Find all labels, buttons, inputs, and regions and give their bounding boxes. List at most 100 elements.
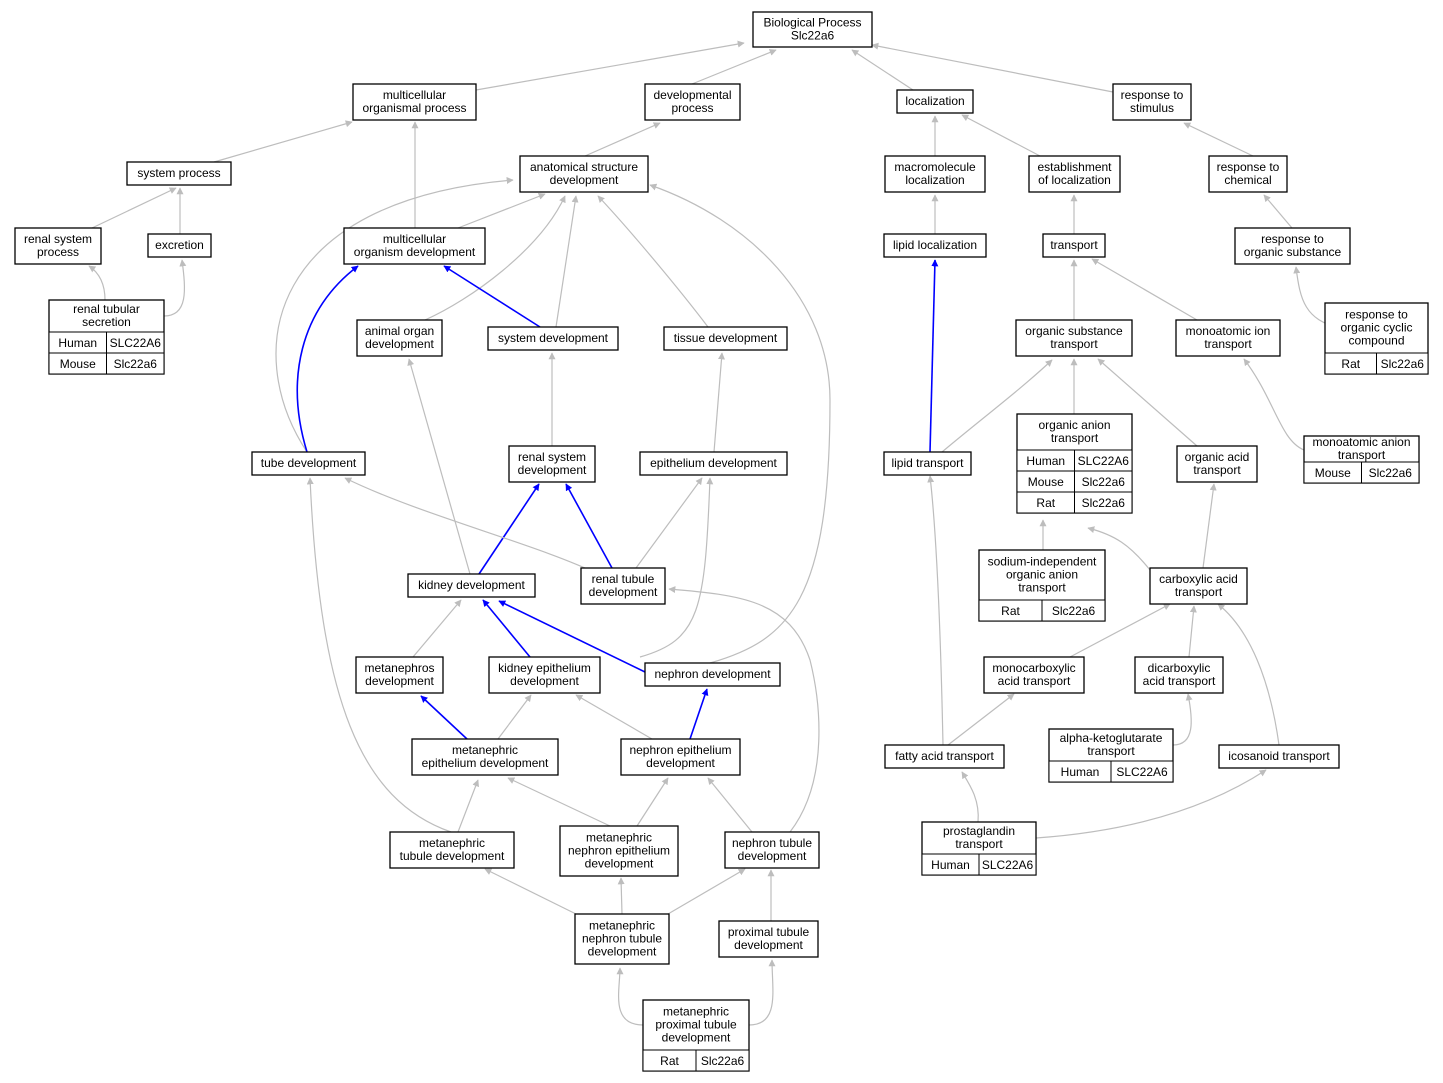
node-label-line: metanephric — [419, 836, 485, 850]
edge — [213, 120, 353, 163]
highlighted-edge — [498, 600, 646, 673]
node-box — [1218, 744, 1340, 769]
edge — [961, 771, 979, 823]
go-term-node-tr[interactable]: transport — [1042, 233, 1106, 258]
edge — [1263, 194, 1293, 229]
edge — [961, 114, 1041, 157]
node-box — [644, 662, 781, 687]
go-term-node-fat[interactable]: fatty acid transport — [884, 744, 1005, 769]
node-box — [580, 567, 666, 605]
go-term-node-exc[interactable]: excretion — [147, 233, 212, 258]
go-term-node-sd[interactable]: system development — [487, 326, 619, 351]
node-box — [126, 161, 232, 186]
edge — [941, 359, 1053, 453]
edge — [275, 177, 514, 453]
node-box — [1015, 319, 1133, 357]
node-label-line: renal system — [518, 450, 586, 464]
edge — [1069, 603, 1171, 658]
node-label-line: monoatomic anion — [1312, 435, 1410, 449]
gene-label: Slc22a6 — [1052, 604, 1096, 618]
edge — [1183, 122, 1254, 157]
node-box — [1134, 656, 1224, 694]
go-term-node-loc[interactable]: localization — [896, 89, 974, 114]
node-label-line: development — [510, 674, 579, 688]
go-term-node-tubed[interactable]: tube development — [251, 451, 366, 476]
edge — [649, 183, 831, 664]
edge — [668, 586, 820, 833]
node-label-line: development — [646, 756, 715, 770]
edge — [1217, 603, 1280, 746]
go-term-node-lt[interactable]: lipid transport — [883, 451, 972, 476]
edge — [1202, 483, 1217, 569]
node-box — [508, 445, 596, 483]
go-term-node-icot[interactable]: icosanoid transport — [1218, 744, 1340, 769]
node-box — [355, 656, 444, 694]
edge — [635, 477, 703, 569]
node-box — [884, 155, 986, 193]
edge — [636, 777, 669, 827]
node-label-line: establishment — [1037, 160, 1112, 174]
go-term-node-sp[interactable]: system process — [126, 161, 232, 186]
gene-label: Slc22a6 — [1381, 357, 1425, 371]
node-label-line: organic anion — [1006, 568, 1078, 582]
go-term-node-epd[interactable]: epithelium development — [639, 451, 788, 476]
edge — [88, 265, 106, 301]
edge — [575, 694, 653, 740]
node-label-line: transport — [1051, 431, 1099, 445]
node-label-line: renal system — [24, 232, 92, 246]
edge — [475, 40, 745, 91]
go-term-node-kd[interactable]: kidney development — [407, 573, 536, 598]
gene-cell — [1376, 352, 1429, 375]
node-label-line: multicellular — [383, 232, 446, 246]
node-box — [1208, 155, 1288, 193]
node-box — [1149, 567, 1248, 605]
edge — [691, 49, 777, 85]
go-term-node-nd[interactable]: nephron development — [644, 662, 781, 687]
go-term-node-ll[interactable]: lipid localization — [883, 233, 987, 258]
go-term-node-td[interactable]: tissue development — [663, 326, 788, 351]
edge — [497, 694, 532, 740]
edge — [306, 477, 452, 833]
node-label-line: tissue development — [674, 331, 778, 345]
node-box — [724, 831, 820, 869]
node-label-line: monocarboxylic — [992, 661, 1075, 675]
